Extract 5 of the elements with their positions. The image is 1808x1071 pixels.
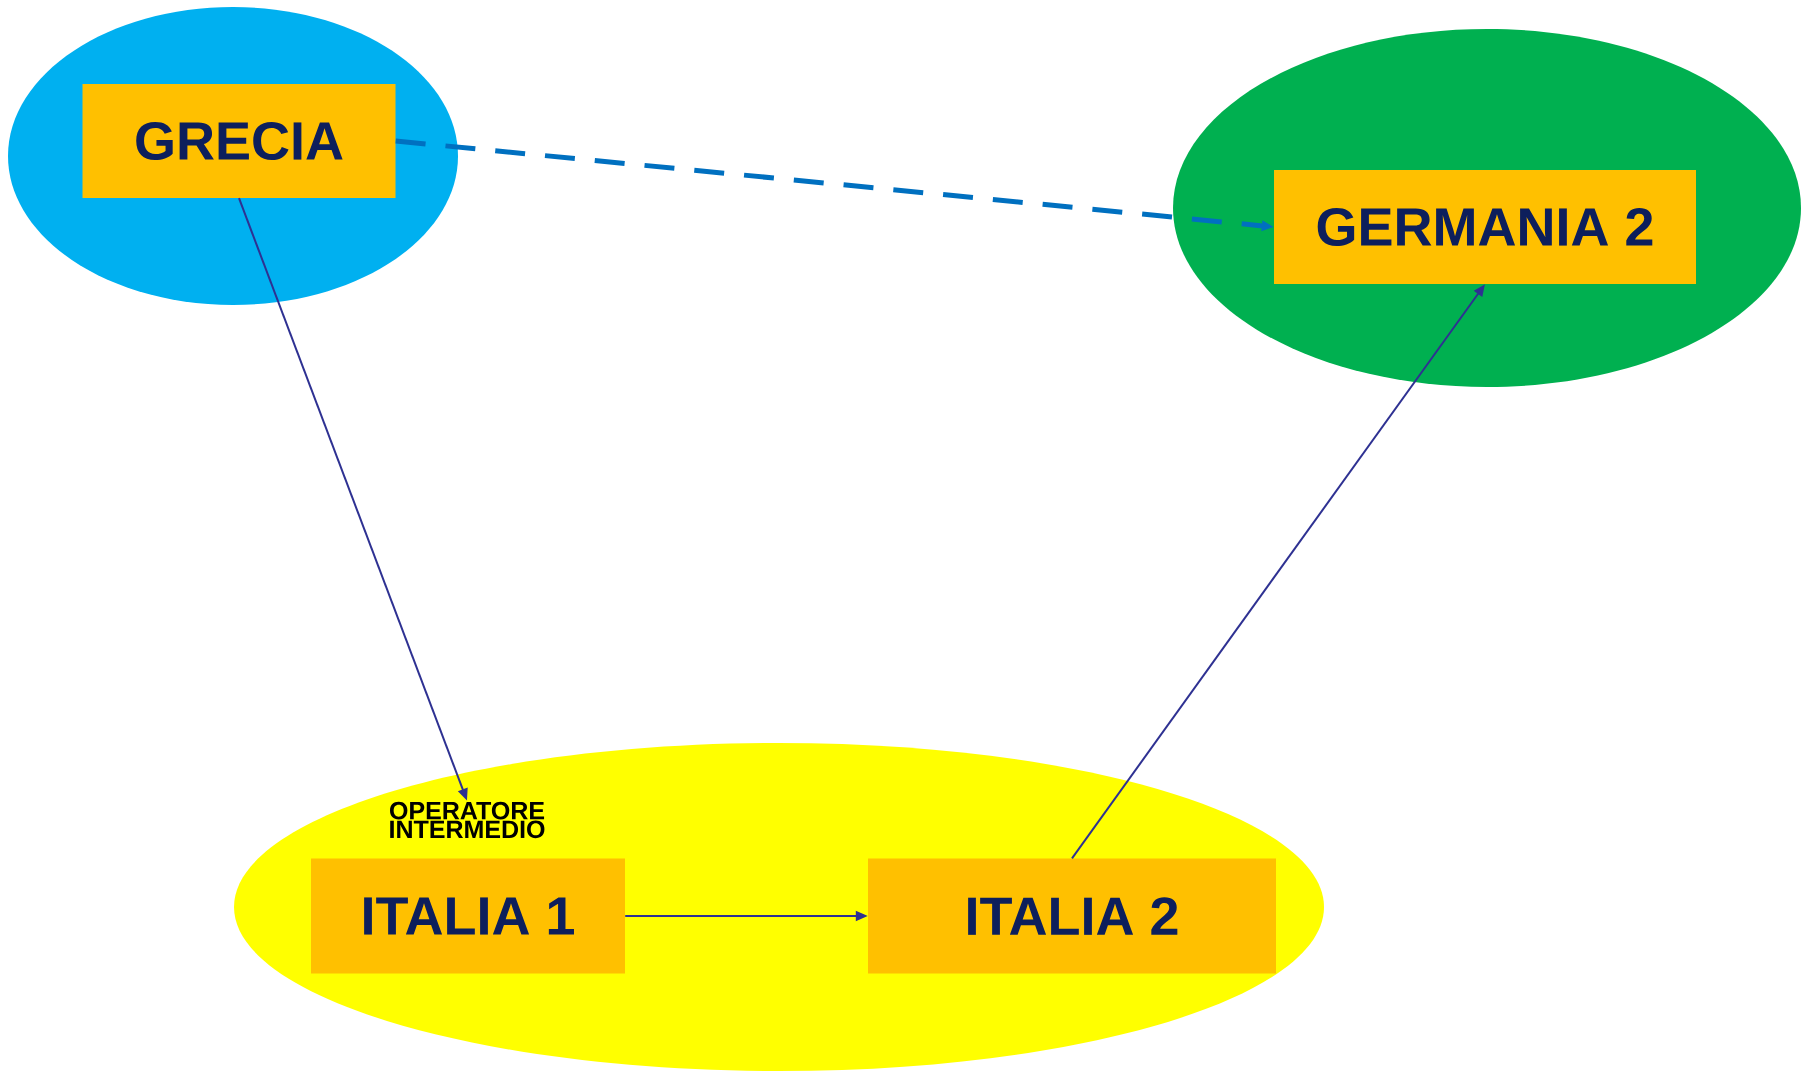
country-box: GRECIA [82,84,396,198]
country-box: ITALIA 2 [868,858,1276,974]
country-box: ITALIA 1 [311,858,625,974]
country-box: GERMANIA 2 [1274,170,1696,284]
role-label: OPERATORE INTERMEDIO [390,801,545,839]
